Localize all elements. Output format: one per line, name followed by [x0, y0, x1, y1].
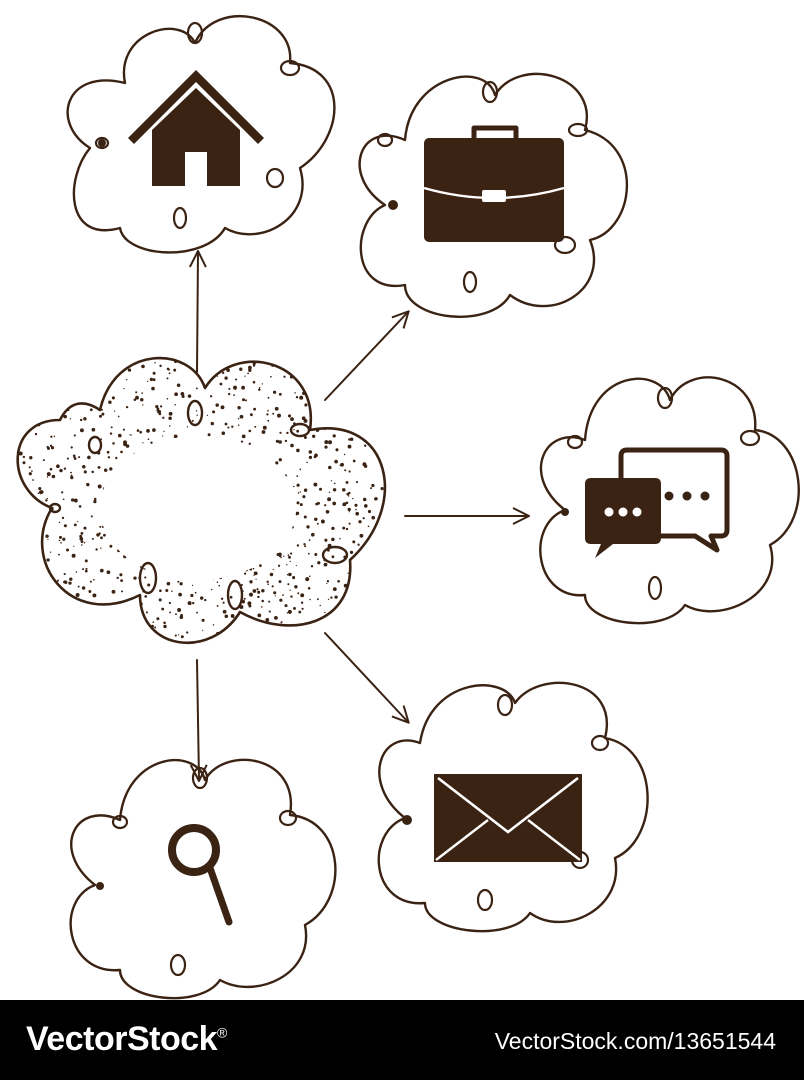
cloud-chat-outline: [539, 376, 800, 625]
cloud-search: [69, 758, 337, 1000]
cloud-search-outline: [69, 758, 337, 1000]
watermark-reg-mark: ®: [217, 1024, 227, 1041]
cloud-work: [358, 72, 629, 318]
briefcase-icon: [423, 125, 565, 242]
center-cloud: [16, 356, 387, 645]
cloud-mail: [377, 681, 649, 933]
center-cloud-clear-area: [100, 436, 296, 580]
center-cloud-outline: [16, 356, 387, 645]
watermark-brand: VectorStock®: [26, 1020, 227, 1059]
cloud-work-outline: [358, 72, 629, 318]
watermark-bar: VectorStock® VectorStock.com/13651544: [0, 1000, 804, 1080]
envelope-icon: [434, 774, 582, 862]
connector-arrows: [188, 250, 530, 782]
house-icon: [128, 70, 264, 186]
cloud-network-diagram: [16, 15, 800, 1000]
magnifier-icon: [168, 824, 233, 926]
cloud-mail-outline: [377, 681, 649, 933]
arrow-to-work: [324, 310, 410, 401]
cloud-home-outline: [66, 15, 336, 254]
chat-bubbles-icon: [585, 447, 730, 558]
arrow-to-home: [188, 250, 207, 373]
cloud-chat: [539, 376, 800, 625]
arrow-to-search: [189, 659, 208, 782]
watermark-url: VectorStock.com/13651544: [494, 1028, 776, 1054]
cloud-home: [66, 15, 336, 254]
arrow-to-mail: [324, 632, 410, 724]
watermark-brand-name: VectorStock: [26, 1020, 218, 1058]
chat-bubble-front: [585, 478, 661, 558]
